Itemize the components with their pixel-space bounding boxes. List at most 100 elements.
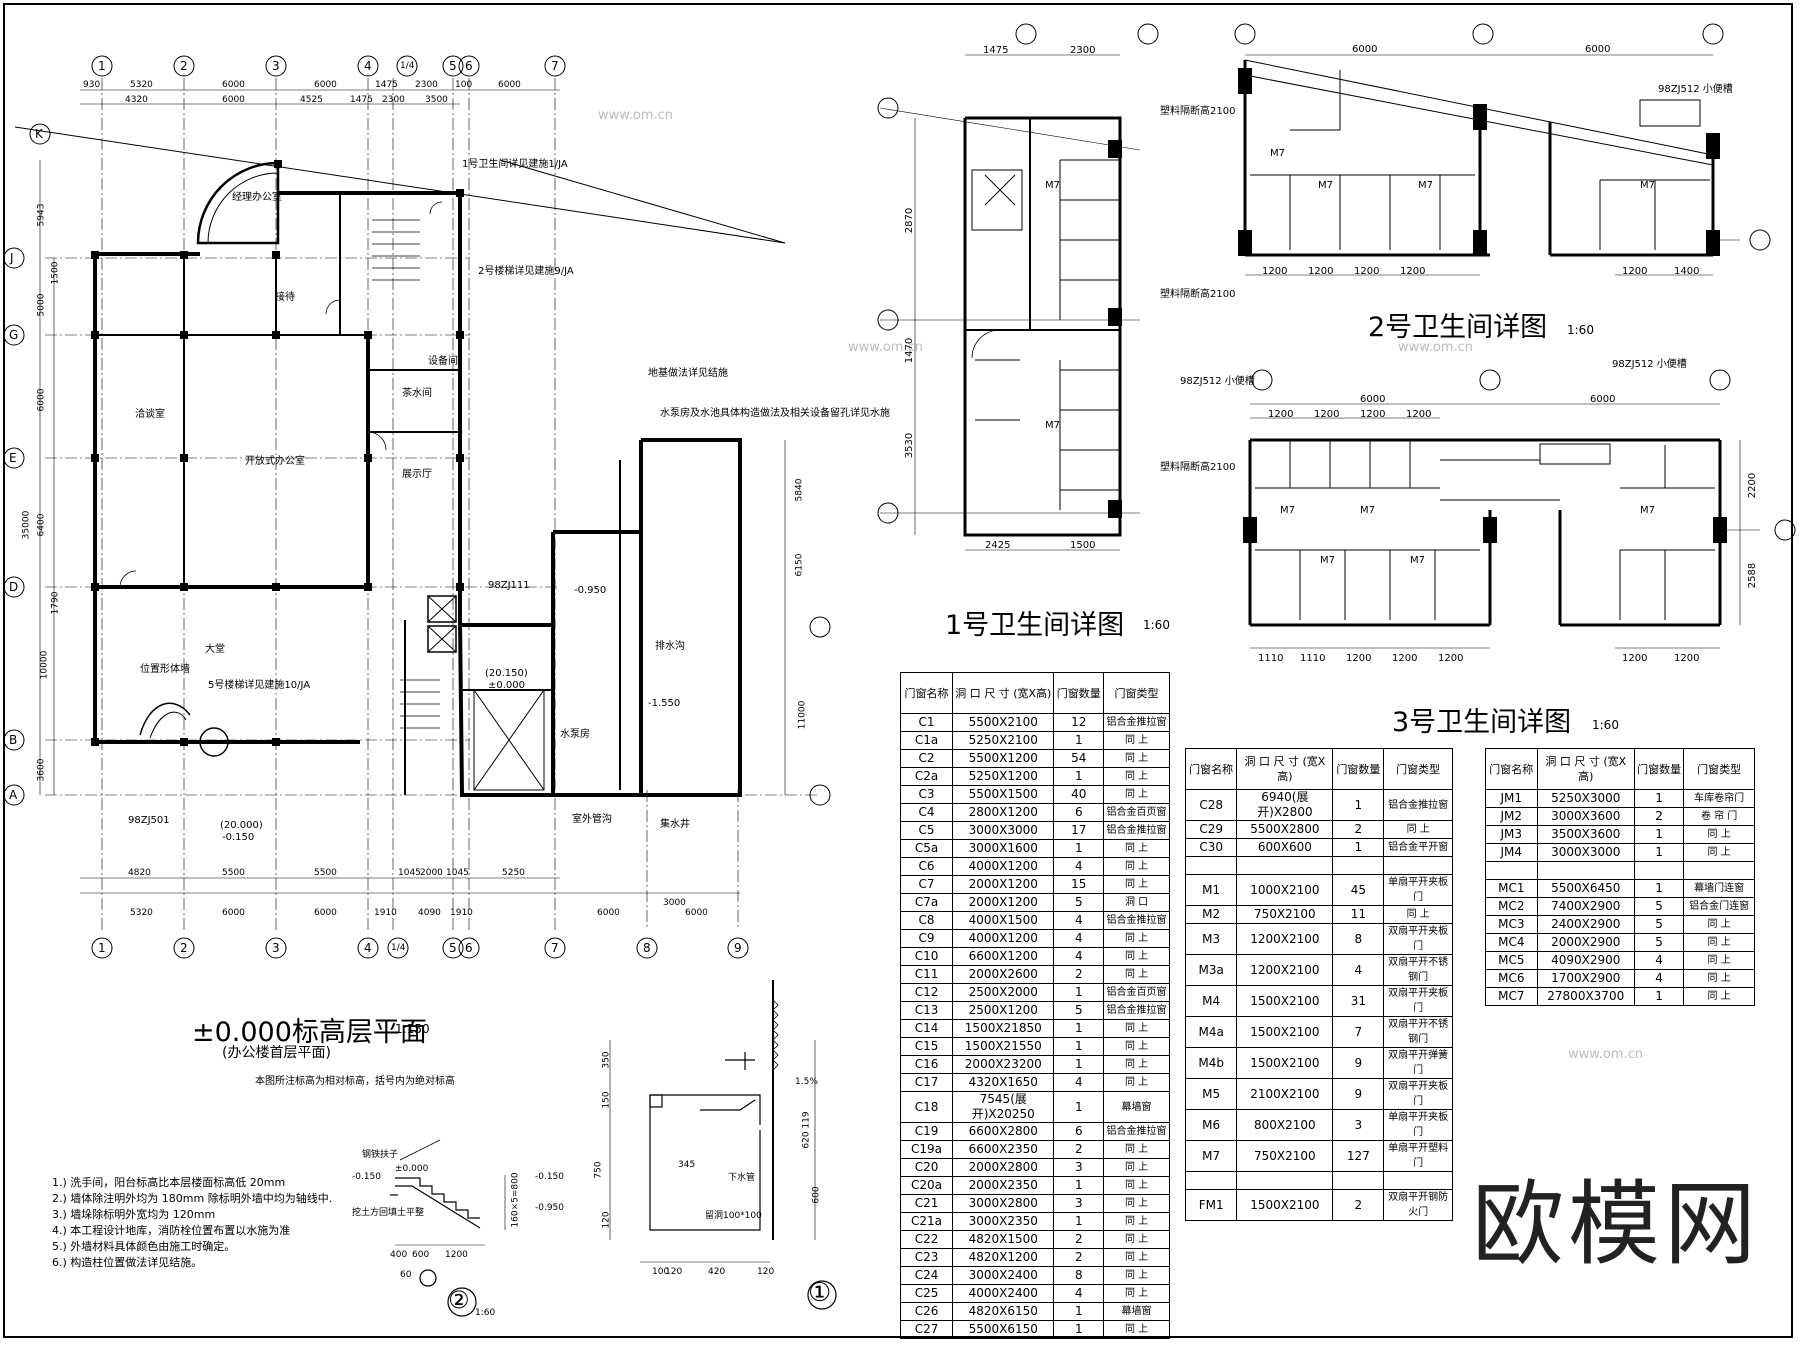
table-cell: M3 — [1184, 923, 1238, 955]
table-cell: C19 — [899, 1122, 954, 1141]
table-cell: C5 — [899, 821, 954, 840]
dim-label: 5943 — [36, 203, 47, 227]
toilet2-plan — [1234, 23, 1771, 276]
detail-label: 750 — [593, 1161, 604, 1179]
table-cell: 同 上 — [1103, 1037, 1170, 1056]
axis-label: 6 — [465, 941, 473, 955]
table-cell: 5 — [1053, 1001, 1105, 1020]
table-cell: C19a — [899, 1140, 954, 1159]
table-cell: 幕墙窗 — [1103, 1302, 1170, 1321]
detail-label: 400 — [390, 1250, 408, 1260]
table-cell: MC1 — [1485, 879, 1538, 898]
plan-note: -0.150 — [222, 832, 255, 843]
table-cell: 1 — [1633, 825, 1685, 844]
table-cell — [1236, 856, 1334, 875]
table-cell: 4000X2400 — [952, 1284, 1055, 1303]
table-cell: 2 — [1053, 1140, 1105, 1159]
table-cell: C2a — [899, 767, 954, 786]
detail-label: ±0.000 — [395, 1164, 429, 1174]
table-cell: 2 — [1053, 1230, 1105, 1249]
axis-label: 1 — [98, 941, 106, 955]
urinal-label: 98ZJ512 小便槽 — [1658, 84, 1733, 95]
table-cell: M3a — [1184, 954, 1238, 986]
axis-label: E — [9, 451, 17, 465]
dim-label: 1200 — [1262, 266, 1288, 277]
table-cell: 4 — [1053, 1073, 1105, 1092]
dim-label: 6000 — [1590, 394, 1616, 405]
table-cell: 1500X2100 — [1236, 1189, 1334, 1221]
table-cell — [1683, 861, 1755, 880]
table-cell: 6600X1200 — [952, 947, 1055, 966]
table-cell: 2500X1200 — [952, 1001, 1055, 1020]
dim-label: 6000 — [498, 80, 521, 90]
table-cell: 同 上 — [1103, 929, 1170, 948]
table-cell: 2000X1200 — [952, 875, 1055, 894]
dim-label: 4525 — [300, 95, 323, 105]
toilet1-title: 1号卫生间详图 — [945, 610, 1125, 641]
door-label: M7 — [1318, 180, 1333, 191]
table-cell: 5 — [1053, 893, 1105, 912]
dim-label: 5500 — [222, 868, 245, 878]
dim-label: 6000 — [314, 80, 337, 90]
table-cell: 幕墙窗 — [1103, 1091, 1170, 1123]
table-cell: 2500X2000 — [952, 983, 1055, 1002]
toilet3-scale: 1:60 — [1592, 718, 1619, 732]
axis-label: 7 — [551, 941, 559, 955]
table-cell: 2 — [1633, 807, 1685, 826]
table-cell: C13 — [899, 1001, 954, 1020]
dim-label: 4320 — [125, 95, 148, 105]
table-cell: 4 — [1053, 857, 1105, 876]
table-cell: C25 — [899, 1284, 954, 1303]
detail-label: 345 — [678, 1160, 696, 1170]
table-cell: 6 — [1053, 803, 1105, 822]
columns — [91, 160, 464, 746]
table-cell: 1 — [1633, 843, 1685, 862]
table-cell: 双扇平开夹板门 — [1383, 985, 1453, 1017]
table-cell: 双扇平开钢防火门 — [1383, 1189, 1453, 1221]
dim-label: 1200 — [1406, 409, 1432, 420]
table-cell: 同 上 — [1683, 915, 1755, 934]
urinal-label: 98ZJ512 小便槽 — [1612, 359, 1687, 370]
table-cell: 7545(展开)X20250 — [952, 1091, 1055, 1123]
dim-label: 6000 — [314, 908, 337, 918]
dim-label: 2300 — [415, 80, 438, 90]
table-cell: JM1 — [1485, 789, 1538, 808]
table-cell: 双扇平开弹簧门 — [1383, 1047, 1453, 1079]
table-cell: 4090X2900 — [1536, 951, 1635, 970]
detail-label: 600 — [811, 1186, 822, 1204]
table-cell: 27800X3700 — [1536, 987, 1635, 1006]
table-cell: C5a — [899, 839, 954, 858]
room-label: 室外管沟 — [572, 814, 612, 825]
axis-label: K — [35, 127, 43, 141]
detail-label: -0.150 — [352, 1172, 382, 1182]
table-cell: 7400X2900 — [1536, 897, 1635, 916]
table-cell: M1 — [1184, 874, 1238, 906]
door-label: M7 — [1320, 555, 1335, 566]
inner-walls — [95, 193, 621, 795]
table-cell: 1 — [1633, 879, 1685, 898]
dim-label: 6000 — [685, 908, 708, 918]
table-cell: 6940(展开)X2800 — [1236, 789, 1334, 821]
table-cell: 4 — [1053, 911, 1105, 930]
table-cell: 3000X3000 — [952, 821, 1055, 840]
toilet3-plan — [1243, 369, 1796, 649]
table-cell: 6600X2800 — [952, 1122, 1055, 1141]
table-cell: 铝合金推拉窗 — [1383, 789, 1453, 821]
table-cell: 同 上 — [1103, 1212, 1170, 1231]
plan-note: (20.000) — [220, 820, 263, 831]
table-cell: 同 上 — [1383, 820, 1453, 839]
axis-label: 8 — [643, 941, 651, 955]
